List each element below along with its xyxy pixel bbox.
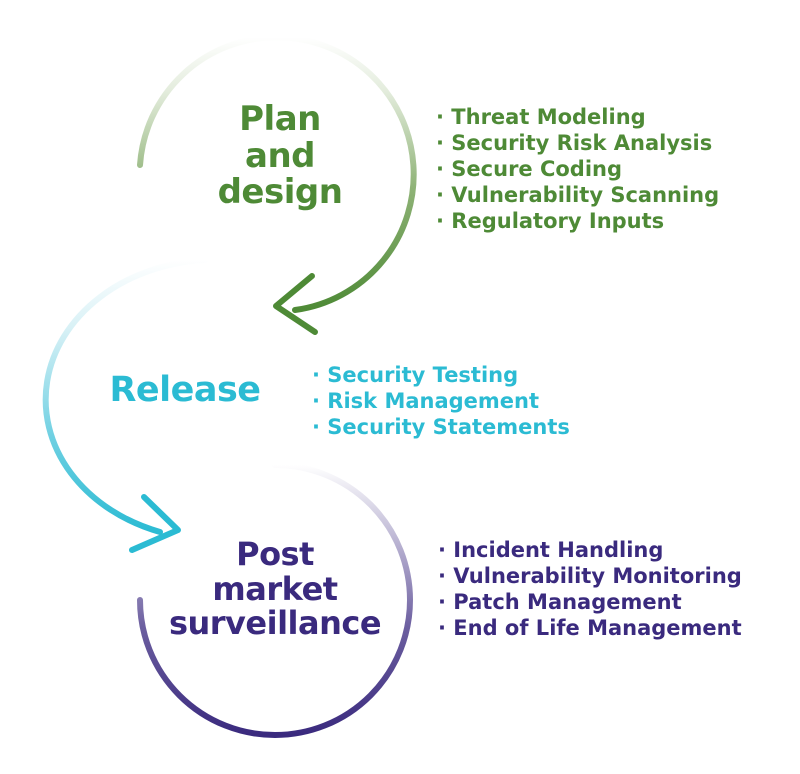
release-items: Security Testing Risk Management Securit… — [312, 362, 570, 440]
release-arrowhead — [129, 494, 181, 553]
plan-arc — [137, 34, 417, 313]
list-item: Incident Handling — [438, 537, 742, 563]
plan-title-line: Plan — [239, 99, 321, 139]
list-item: Patch Management — [438, 589, 742, 615]
post-title-line: Post — [236, 535, 314, 573]
list-item: Security Statements — [312, 414, 570, 440]
list-item: Vulnerability Scanning — [436, 182, 719, 208]
list-item: Risk Management — [312, 388, 570, 414]
list-item: Threat Modeling — [436, 104, 719, 130]
post-arc — [137, 462, 413, 738]
release-title-line: Release — [109, 370, 261, 410]
plan-items: Threat Modeling Security Risk Analysis S… — [436, 104, 719, 234]
list-item: Regulatory Inputs — [436, 208, 719, 234]
post-title: Post market surveillance — [160, 537, 390, 641]
post-title-line: surveillance — [168, 604, 382, 643]
list-item: Vulnerability Monitoring — [438, 563, 742, 589]
plan-title: Plan and design — [205, 101, 355, 211]
release-title: Release — [100, 370, 270, 410]
release-arc — [42, 257, 208, 535]
plan-title-line: design — [217, 172, 343, 213]
list-item: End of Life Management — [438, 615, 742, 641]
plan-arrowhead — [273, 273, 318, 335]
post-title-line: market — [212, 569, 338, 608]
plan-title-line: and — [245, 135, 316, 176]
list-item: Security Risk Analysis — [436, 130, 719, 156]
list-item: Secure Coding — [436, 156, 719, 182]
list-item: Security Testing — [312, 362, 570, 388]
post-items: Incident Handling Vulnerability Monitori… — [438, 537, 742, 641]
